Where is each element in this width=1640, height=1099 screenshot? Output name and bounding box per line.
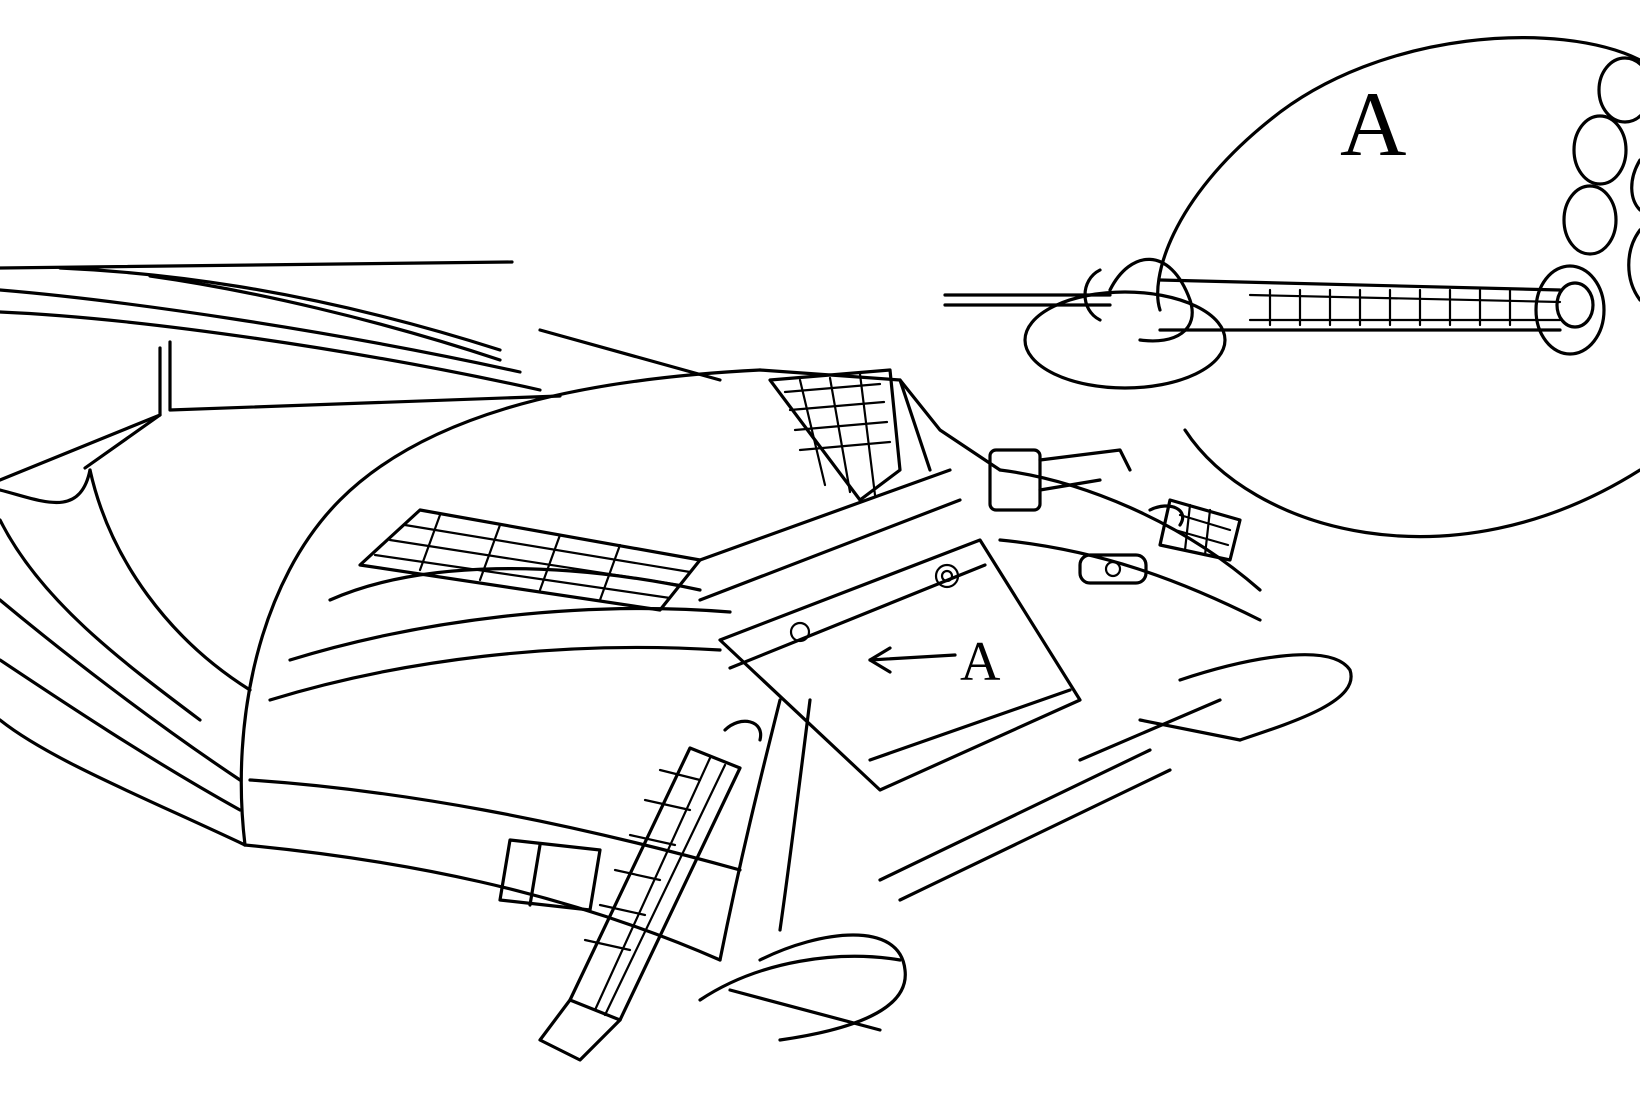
mesh-straps (358, 368, 1242, 1062)
detail-label: A (1340, 73, 1406, 175)
runner-frame (698, 468, 1353, 1042)
strap-fittings (498, 448, 1185, 912)
cover-flap (698, 468, 1082, 792)
pack-body (239, 368, 1002, 962)
canopy-panel (0, 260, 722, 847)
pointer-label: A (960, 631, 1001, 693)
pointer-arrow (868, 646, 957, 674)
detail-circle (943, 36, 1640, 539)
